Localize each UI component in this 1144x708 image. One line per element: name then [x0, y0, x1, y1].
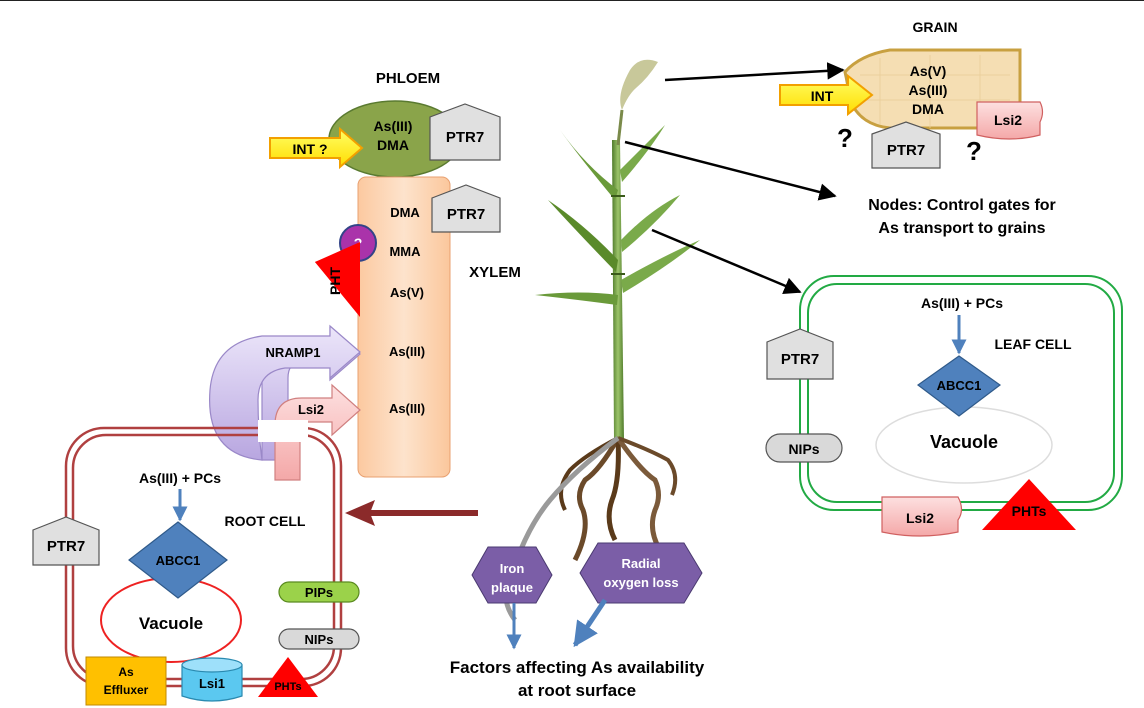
xylem-mma: MMA	[389, 244, 421, 259]
grain-question-1: ?	[837, 123, 853, 153]
xylem-asiii-2: As(III)	[389, 401, 425, 416]
grain-lsi2: Lsi2	[976, 101, 1044, 140]
factors-line2: at root surface	[518, 681, 636, 700]
grain-dma: DMA	[912, 101, 944, 117]
xylem-title: XYLEM	[469, 264, 521, 281]
iron-plaque-line2: plaque	[491, 580, 533, 595]
panicle-to-grain-arrow	[664, 62, 845, 82]
radial-line2: oxygen loss	[603, 575, 678, 590]
root-effluxer-line2: Effluxer	[104, 683, 149, 697]
grain-lsi2-label: Lsi2	[994, 112, 1022, 128]
root-vacuole-label: Vacuole	[139, 614, 203, 633]
nodes-line2: As transport to grains	[878, 220, 1045, 237]
root-effluxer-line1: As	[118, 665, 134, 679]
leaf-phts: PHTs	[982, 479, 1076, 530]
xylem-asv: As(V)	[390, 285, 424, 300]
radial-arrow	[572, 598, 608, 648]
radial-oxygen-loss-hexagon: Radial oxygen loss	[579, 542, 703, 604]
root-entry-arrow	[345, 500, 478, 526]
leaf-nips: NIPs	[765, 433, 843, 463]
xylem-pht-label: PHT	[327, 267, 343, 295]
phloem-title: PHLOEM	[376, 70, 440, 87]
leaf-cell-title: LEAF CELL	[995, 336, 1072, 352]
xylem-column	[357, 176, 451, 478]
root-abcc1-label: ABCC1	[156, 553, 201, 568]
leaf-vacuole-label: Vacuole	[930, 432, 998, 452]
root-lsi1: Lsi1	[181, 657, 243, 702]
grain-title: GRAIN	[912, 19, 957, 35]
root-pips-label: PIPs	[305, 585, 333, 600]
grain-question-2: ?	[966, 136, 982, 166]
nramp1-label: NRAMP1	[266, 345, 321, 360]
grain-asiii: As(III)	[909, 82, 948, 98]
xylem-ptr7: PTR7	[431, 184, 501, 233]
lsi2-root-label: Lsi2	[298, 402, 324, 417]
leaf-arrow	[651, 228, 802, 294]
xylem-dma: DMA	[390, 205, 420, 220]
leaf-phts-label: PHTs	[1012, 503, 1047, 519]
root-nips-label: NIPs	[305, 632, 334, 647]
root-cell-gap	[258, 420, 308, 442]
grain-ptr7-label: PTR7	[887, 142, 925, 159]
phloem-ptr7-label: PTR7	[446, 129, 484, 146]
leaf-abcc1-label: ABCC1	[937, 378, 982, 393]
leaf-lsi2-label: Lsi2	[906, 510, 934, 526]
root-ptr7: PTR7	[32, 516, 100, 566]
grain-int-arrow: INT	[779, 73, 874, 117]
leaf-abcc1: ABCC1	[916, 355, 1002, 417]
xylem-ptr7-label: PTR7	[447, 206, 485, 223]
grain-texture	[860, 55, 1010, 128]
root-pips: PIPs	[278, 581, 360, 603]
factors-line1: Factors affecting As availability	[450, 658, 705, 677]
nodes-line1: Nodes: Control gates for	[868, 197, 1056, 214]
phloem-int-label: INT ?	[293, 141, 328, 157]
root-phts-label: PHTs	[274, 681, 301, 693]
leaf-cell-complex: As(III) + PCs	[921, 295, 1003, 311]
xylem-asiii-1: As(III)	[389, 344, 425, 359]
root-abcc1: ABCC1	[128, 521, 228, 599]
root-phts: PHTs	[258, 657, 318, 697]
phloem-int-arrow: INT ?	[269, 126, 364, 170]
leaf-ptr7: PTR7	[766, 328, 834, 380]
phloem-dma: DMA	[377, 137, 409, 153]
root-cell-title: ROOT CELL	[225, 513, 306, 529]
grain-int-label: INT	[811, 88, 834, 104]
rice-plant	[503, 59, 700, 622]
xylem-pht-triangle: PHT	[315, 242, 360, 317]
iron-plaque-line1: Iron	[500, 561, 525, 576]
radial-line1: Radial	[621, 556, 660, 571]
phloem-asiii: As(III)	[374, 118, 413, 134]
grain-asv: As(V)	[910, 63, 947, 79]
root-as-effluxer: As Effluxer	[85, 656, 167, 706]
root-cell-complex: As(III) + PCs	[139, 470, 221, 486]
top-border	[0, 0, 1144, 1]
iron-plaque-hexagon: Iron plaque	[471, 546, 553, 604]
root-ptr7-label: PTR7	[47, 538, 85, 555]
root-nips: NIPs	[278, 628, 360, 650]
root-lsi1-label: Lsi1	[199, 676, 225, 691]
leaf-ptr7-label: PTR7	[781, 351, 819, 368]
phloem-ptr7: PTR7	[429, 103, 501, 161]
leaf-nips-label: NIPs	[788, 441, 819, 457]
node-arrow	[624, 140, 837, 201]
grain-ptr7: PTR7	[871, 121, 941, 169]
leaf-lsi2: Lsi2	[881, 496, 963, 537]
